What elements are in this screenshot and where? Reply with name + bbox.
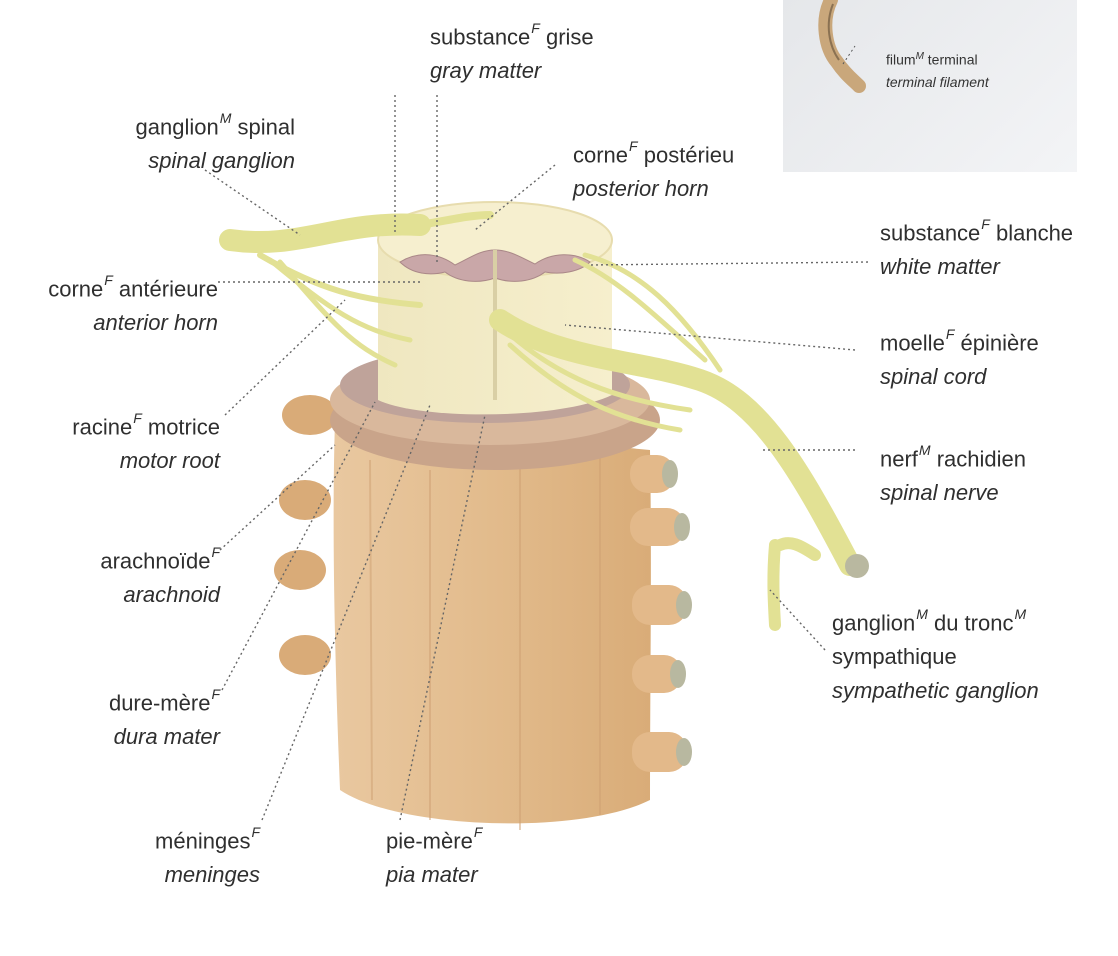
label-arachnoid: arachnoïdeF arachnoid bbox=[20, 538, 220, 612]
label-meninges: méningesF meninges bbox=[50, 818, 260, 892]
label-spinal-ganglion: ganglionM spinal spinal ganglion bbox=[90, 104, 295, 178]
label-spinal-cord: moelleF épinière spinal cord bbox=[880, 320, 1039, 394]
label-gray-matter: substanceF grise gray matter bbox=[430, 14, 594, 88]
spinal-nerve-cut-end bbox=[845, 554, 869, 578]
label-dura-mater: dure-mèreF dura mater bbox=[20, 680, 220, 754]
label-spinal-nerve: nerfM rachidien spinal nerve bbox=[880, 436, 1026, 510]
label-anterior-horn: corneF antérieure anterior horn bbox=[0, 266, 218, 340]
root-stubs-left bbox=[274, 395, 338, 675]
label-motor-root: racineF motrice motor root bbox=[20, 404, 220, 478]
label-pia-mater: pie-mèreF pia mater bbox=[386, 818, 482, 892]
label-posterior-horn: corneF postérieu posterior horn bbox=[573, 132, 734, 206]
dura-mater-column bbox=[334, 420, 651, 830]
label-sympathetic-ganglion: ganglionM du troncM sympathique sympathe… bbox=[832, 600, 1039, 708]
label-white-matter: substanceF blanche white matter bbox=[880, 210, 1073, 284]
